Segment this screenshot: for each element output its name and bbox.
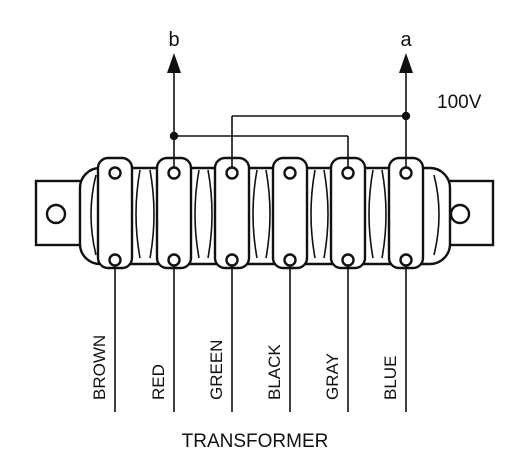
terminal-green: [215, 158, 249, 268]
wire-label-black: BLACK: [265, 344, 284, 400]
arrow-up-icon: [167, 53, 181, 73]
top-wiring: [167, 53, 413, 167]
wire-label-gray: GRAY: [323, 353, 342, 400]
terminal-label-a: a: [400, 29, 412, 51]
wire-label-green: GREEN: [207, 340, 226, 400]
wire-label-blue: BLUE: [381, 356, 400, 400]
terminal-brown: [98, 158, 132, 268]
component-label: TRANSFORMER: [182, 431, 329, 452]
terminal-gray: [331, 158, 365, 268]
terminal-black: [273, 158, 307, 268]
voltage-label: 100V: [437, 92, 482, 113]
terminal-blue: [389, 158, 423, 268]
terminal-label-b: b: [168, 29, 179, 51]
terminal-red: [157, 158, 191, 268]
arrow-up-icon: [399, 53, 413, 73]
wire-label-brown: BROWN: [90, 335, 109, 400]
wire-label-red: RED: [149, 364, 168, 400]
